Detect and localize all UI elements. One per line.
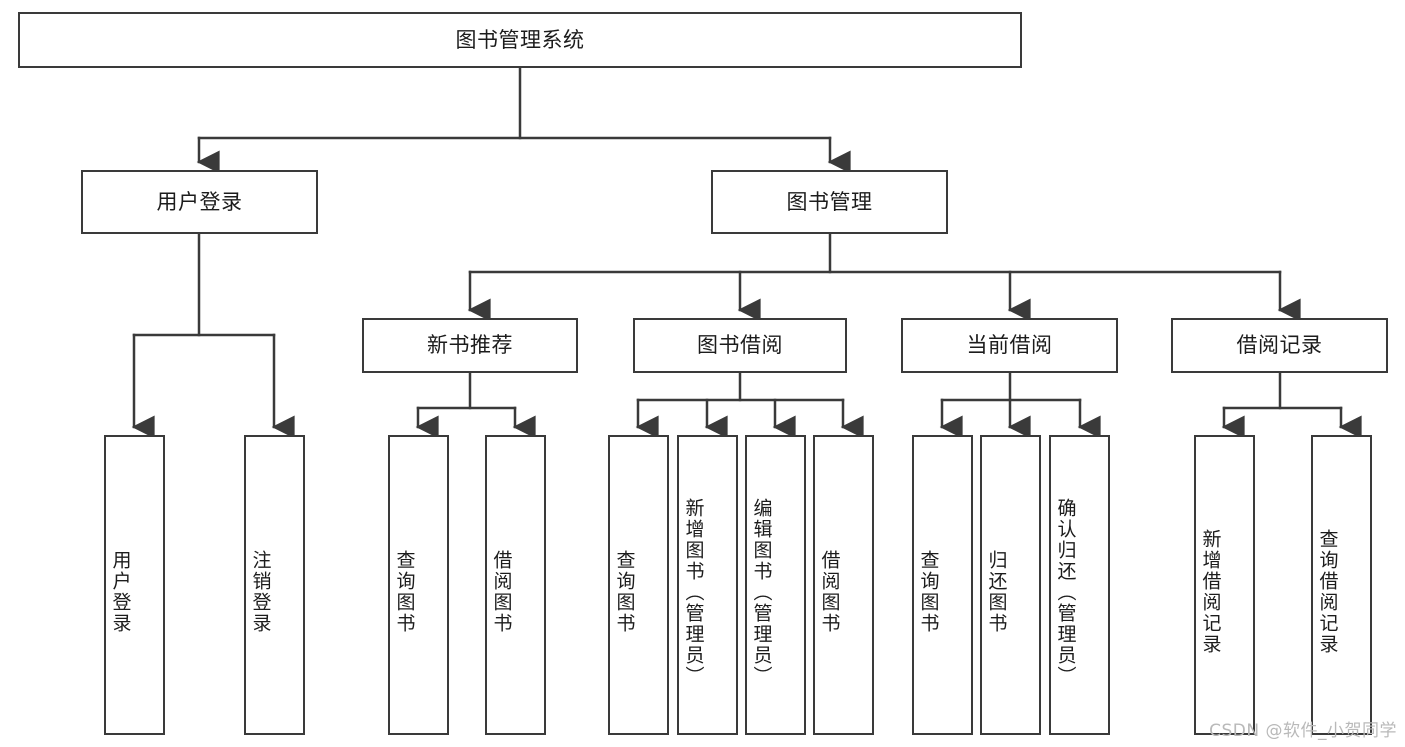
node-leaf-return-book[interactable]: 归还图书 <box>980 435 1041 735</box>
node-label-current-borrow: 当前借阅 <box>966 333 1053 358</box>
node-label-new-book-recommend: 新书推荐 <box>427 333 513 358</box>
node-label-leaf-logout: 注销登录 <box>249 550 272 634</box>
node-label-leaf-query-book-2: 查询图书 <box>613 550 636 634</box>
node-label-leaf-query-book-3: 查询图书 <box>917 550 940 634</box>
node-leaf-query-book-1[interactable]: 查询图书 <box>388 435 449 735</box>
node-book-borrow[interactable]: 图书借阅 <box>633 318 847 373</box>
node-label-leaf-edit-book: 编辑图书（管理员） <box>750 497 773 687</box>
node-label-leaf-borrow-book-1: 借阅图书 <box>490 550 513 634</box>
node-label-book-borrow: 图书借阅 <box>697 333 783 358</box>
node-label-leaf-return-book: 归还图书 <box>985 550 1008 634</box>
csdn-watermark: CSDN @软件_小贺同学 <box>1209 721 1397 741</box>
node-label-leaf-add-book: 新增图书（管理员） <box>682 497 705 687</box>
node-current-borrow[interactable]: 当前借阅 <box>901 318 1118 373</box>
node-label-leaf-add-record: 新增借阅记录 <box>1199 529 1222 655</box>
node-leaf-confirm-return[interactable]: 确认归还（管理员） <box>1049 435 1110 735</box>
node-leaf-query-book-2[interactable]: 查询图书 <box>608 435 669 735</box>
node-book-manage[interactable]: 图书管理 <box>711 170 948 234</box>
node-leaf-user-login[interactable]: 用户登录 <box>104 435 165 735</box>
node-user-login[interactable]: 用户登录 <box>81 170 318 234</box>
node-root-system[interactable]: 图书管理系统 <box>18 12 1022 68</box>
node-leaf-add-book[interactable]: 新增图书（管理员） <box>677 435 738 735</box>
node-borrow-record[interactable]: 借阅记录 <box>1171 318 1388 373</box>
node-leaf-borrow-book-1[interactable]: 借阅图书 <box>485 435 546 735</box>
node-label-leaf-query-book-1: 查询图书 <box>393 550 416 634</box>
node-leaf-add-record[interactable]: 新增借阅记录 <box>1194 435 1255 735</box>
node-leaf-query-record[interactable]: 查询借阅记录 <box>1311 435 1372 735</box>
node-label-leaf-query-record: 查询借阅记录 <box>1316 529 1339 655</box>
node-leaf-borrow-book-2[interactable]: 借阅图书 <box>813 435 874 735</box>
node-label-leaf-borrow-book-2: 借阅图书 <box>818 550 841 634</box>
node-label-leaf-confirm-return: 确认归还（管理员） <box>1054 497 1077 687</box>
node-label-leaf-user-login: 用户登录 <box>109 550 132 634</box>
node-label-borrow-record: 借阅记录 <box>1236 333 1323 358</box>
node-label-book-manage: 图书管理 <box>786 189 873 214</box>
node-label-root: 图书管理系统 <box>455 27 585 52</box>
node-new-book-recommend[interactable]: 新书推荐 <box>362 318 578 373</box>
node-leaf-logout[interactable]: 注销登录 <box>244 435 305 735</box>
node-leaf-edit-book[interactable]: 编辑图书（管理员） <box>745 435 806 735</box>
node-label-user-login: 用户登录 <box>156 189 243 214</box>
node-leaf-query-book-3[interactable]: 查询图书 <box>912 435 973 735</box>
